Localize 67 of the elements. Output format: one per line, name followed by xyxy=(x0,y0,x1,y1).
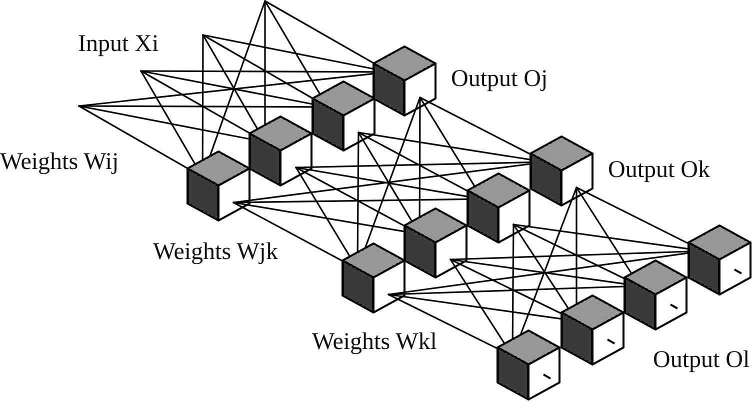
connection-line xyxy=(295,162,531,168)
connection-line xyxy=(232,163,531,204)
connection-line xyxy=(264,0,266,126)
cube xyxy=(372,44,437,116)
layer-label: Input Xi xyxy=(78,32,159,56)
cube xyxy=(560,294,624,366)
layer-label: Weights Wjk xyxy=(153,240,278,264)
connection-line xyxy=(78,105,250,140)
cube xyxy=(466,172,530,244)
connection-line xyxy=(140,70,374,73)
layer-label: Output Oj xyxy=(451,67,548,91)
connection-line xyxy=(202,34,374,70)
connection-line xyxy=(78,105,313,108)
cube xyxy=(248,114,313,186)
layer-label: Weights Wij xyxy=(0,150,119,174)
connection-line xyxy=(202,34,204,160)
connection-line xyxy=(295,166,350,257)
cube xyxy=(528,134,594,206)
connection-line xyxy=(358,132,468,192)
layer-label: Output Ok xyxy=(608,158,710,182)
connection-line xyxy=(202,34,313,99)
cube xyxy=(622,258,688,330)
connection-line xyxy=(388,294,562,320)
cube xyxy=(496,328,560,400)
connection-line xyxy=(450,250,689,260)
connection-line xyxy=(419,96,476,187)
connection-line xyxy=(388,286,625,296)
connection-line xyxy=(140,70,250,134)
connection-line xyxy=(202,34,258,130)
connection-line xyxy=(78,105,188,169)
connection-line xyxy=(264,0,374,64)
cube xyxy=(310,80,376,152)
connection-line xyxy=(78,72,374,107)
connection-line xyxy=(576,186,578,304)
connection-line xyxy=(576,186,689,244)
connection-line xyxy=(295,166,405,226)
connection-line xyxy=(450,258,625,285)
connection-line xyxy=(140,70,196,164)
connection-line xyxy=(419,96,531,155)
cube xyxy=(686,224,752,296)
connection-line xyxy=(140,70,313,105)
connection-line xyxy=(576,186,632,274)
cube xyxy=(340,242,406,314)
connection-line xyxy=(418,96,421,218)
connection-line xyxy=(450,258,562,314)
connection-line xyxy=(356,132,360,252)
connection-line xyxy=(264,0,320,95)
layer-label: Output Ol xyxy=(653,348,750,372)
connection-line xyxy=(388,252,689,296)
connection-line xyxy=(512,224,514,340)
connection-line xyxy=(364,96,421,248)
connection-line xyxy=(232,202,343,262)
connection-line xyxy=(295,166,468,198)
connection-line xyxy=(358,132,412,222)
connection-line xyxy=(209,0,266,156)
connection-line xyxy=(512,224,625,280)
connection-line xyxy=(388,294,498,350)
connection-line xyxy=(450,258,505,344)
layer-label: Weights Wkl xyxy=(312,330,437,354)
connection-line xyxy=(520,186,578,335)
connection-line xyxy=(512,224,689,250)
connection-line xyxy=(512,224,569,309)
connection-line xyxy=(232,202,405,232)
connection-line xyxy=(232,198,468,204)
connection-line xyxy=(358,132,531,160)
cube xyxy=(186,150,250,222)
cube xyxy=(402,206,468,278)
